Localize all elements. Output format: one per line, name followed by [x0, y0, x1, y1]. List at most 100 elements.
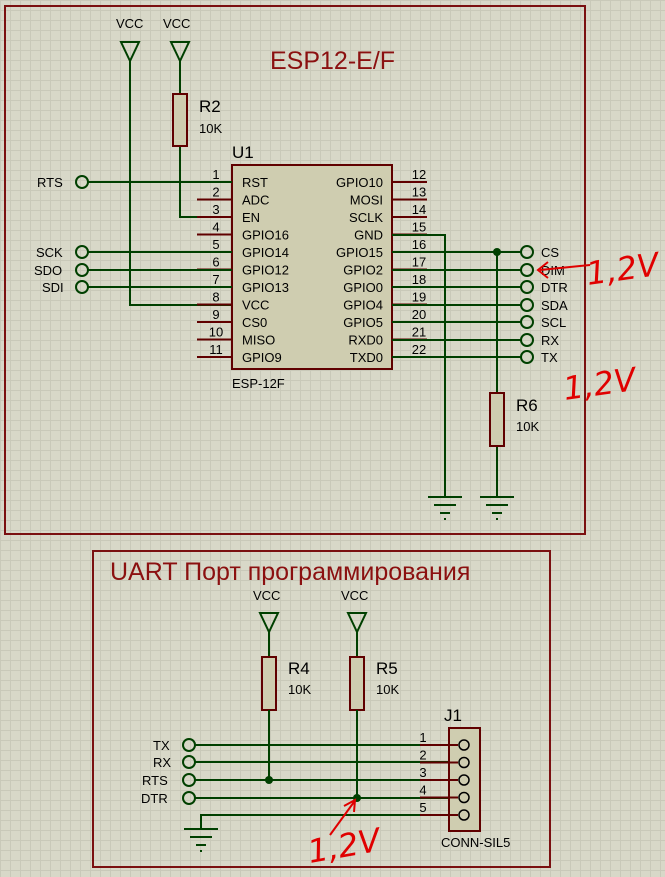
terminal-tx[interactable]: TX	[520, 350, 558, 365]
pin-name: EN	[242, 210, 260, 225]
wire-uart-gnd	[200, 814, 455, 829]
wire-gnd-pin15	[392, 234, 446, 497]
u1-left-pin-group: 1RST2ADC3EN4GPIO165GPIO146GPIO127GPIO138…	[197, 167, 289, 365]
terminal-rx[interactable]: RX	[520, 333, 559, 348]
pin-name: GPIO13	[242, 280, 289, 295]
pin-name: CS0	[242, 315, 267, 330]
vcc-symbol-2: VCC	[163, 16, 191, 64]
r2-ref: R2	[199, 97, 221, 116]
uart-terminal-rx[interactable]: RX	[153, 755, 196, 770]
pin-number: 3	[419, 765, 426, 780]
j1-pin-1: 1	[419, 730, 470, 751]
terminal-label: SDO	[34, 263, 62, 278]
pin-socket	[458, 809, 470, 821]
uart-terminal-tx[interactable]: TX	[153, 738, 196, 753]
terminal-label: DIM	[541, 263, 565, 278]
voltage-annotation-2: 1,2V	[561, 360, 640, 408]
pin-number: 10	[209, 325, 223, 340]
pin-number: 16	[412, 237, 426, 252]
terminal-scl[interactable]: SCL	[520, 315, 566, 330]
pin-name: RST	[242, 175, 268, 190]
r6-ref: R6	[516, 396, 538, 415]
pin-number: 1	[419, 730, 426, 745]
r4-ref: R4	[288, 659, 310, 678]
pin-name: GPIO9	[242, 350, 282, 365]
ground-symbol	[428, 496, 462, 520]
pin-number: 3	[212, 202, 219, 217]
vcc-symbol-3: VCC	[253, 588, 280, 635]
esp-block-frame	[4, 5, 586, 535]
pin-number: 14	[412, 202, 426, 217]
pin-name: GPIO15	[336, 245, 383, 260]
pin-socket	[458, 774, 470, 786]
terminal-sck[interactable]: SCK	[36, 245, 89, 260]
r2-value: 10K	[199, 121, 222, 136]
r4-value: 10K	[288, 682, 311, 697]
voltage-annotation-3: 1,2V	[305, 798, 385, 871]
pin-number: 19	[412, 290, 426, 305]
pin-number: 7	[212, 272, 219, 287]
pin-name: MOSI	[350, 193, 383, 208]
pin-name: GPIO0	[343, 280, 383, 295]
resistor-r5: R5 10K	[349, 656, 399, 711]
pin-number: 4	[419, 783, 426, 798]
pin-name: TXD0	[350, 350, 383, 365]
pin-number: 17	[412, 255, 426, 270]
terminal-rts[interactable]: RTS	[37, 175, 89, 190]
uart-terminal-rts[interactable]: RTS	[142, 773, 196, 788]
resistor-r6: R6 10K	[489, 392, 539, 447]
pin-name: VCC	[242, 298, 269, 313]
vcc-label: VCC	[116, 16, 143, 31]
terminal-dim[interactable]: DIM	[520, 263, 565, 278]
pin-number: 5	[212, 237, 219, 252]
vcc-symbol-4: VCC	[341, 588, 368, 635]
pin-socket	[458, 791, 470, 804]
pin-name: RXD0	[348, 333, 383, 348]
pin-name: MISO	[242, 333, 275, 348]
u1-pin-3: 3EN	[197, 202, 260, 225]
terminal-label: RTS	[142, 773, 168, 788]
pin-number: 5	[419, 800, 426, 815]
pin-name: ADC	[242, 193, 269, 208]
pin-number: 11	[209, 342, 223, 357]
pin-number: 21	[412, 325, 426, 340]
chip-u1: U1 ESP-12F 1RST2ADC3EN4GPIO165GPIO146GPI…	[197, 143, 427, 391]
terminal-sdo[interactable]: SDO	[34, 263, 89, 278]
pin-number: 2	[419, 748, 426, 763]
terminal-label: CS	[541, 245, 559, 260]
pin-number: 18	[412, 272, 426, 287]
terminal-sda[interactable]: SDA	[520, 298, 568, 313]
r5-ref: R5	[376, 659, 398, 678]
pin-name: GPIO5	[343, 315, 383, 330]
terminal-sdi[interactable]: SDI	[42, 280, 89, 295]
j1-pin-2: 2	[419, 748, 470, 769]
terminal-dtr[interactable]: DTR	[520, 280, 568, 295]
pin-number: 6	[212, 255, 219, 270]
terminal-label: DTR	[541, 280, 568, 295]
pin-number: 22	[412, 342, 426, 357]
uart-terminal-dtr[interactable]: DTR	[141, 791, 196, 806]
pin-number: 4	[212, 220, 219, 235]
terminal-label: SDA	[541, 298, 568, 313]
pin-number: 8	[212, 290, 219, 305]
r5-value: 10K	[376, 682, 399, 697]
j1-pin-group: 1 2 3 4 5	[419, 730, 470, 821]
pin-number: 13	[412, 185, 426, 200]
vcc-symbol-1: VCC	[116, 16, 143, 64]
terminal-label: SDI	[42, 280, 64, 295]
terminal-label: DTR	[141, 791, 168, 806]
pin-number: 2	[212, 185, 219, 200]
j1-pin-3: 3	[419, 765, 470, 786]
pin-number: 1	[212, 167, 219, 182]
ground-symbol	[184, 828, 218, 852]
j1-part: CONN-SIL5	[441, 835, 510, 850]
terminal-cs[interactable]: CS	[520, 245, 559, 260]
vcc-label: VCC	[253, 588, 280, 603]
u1-part: ESP-12F	[232, 376, 285, 391]
terminal-label: RTS	[37, 175, 63, 190]
